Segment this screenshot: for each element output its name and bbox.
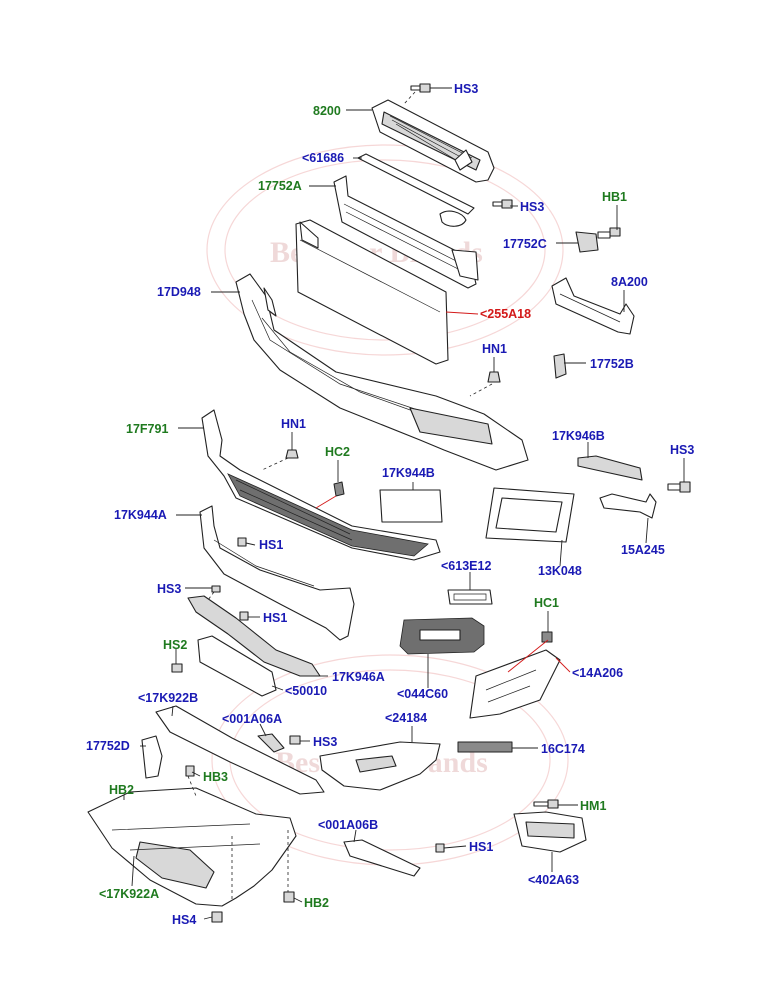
part-hs3-mid-screw: [439, 199, 513, 227]
part-hb2-bolt-b: [283, 891, 295, 903]
part-hs3-top-screw: [403, 83, 431, 105]
label-hs3-low: HS3: [313, 735, 337, 749]
label-hs1-c: HS1: [469, 840, 493, 854]
label-8A200: 8A200: [611, 275, 648, 289]
part-044C60-fog-grille: [399, 617, 485, 655]
label-13K048: 13K048: [538, 564, 582, 578]
label-hs1-a: HS1: [259, 538, 283, 552]
part-17F791-grille-frame: [201, 409, 441, 561]
part-hs1-screw-c: [435, 843, 445, 853]
part-hc1-clip: [541, 631, 553, 643]
label-001A06B: <001A06B: [318, 818, 378, 832]
label-hs3-right: HS3: [670, 443, 694, 457]
part-8A200-bracket: [551, 277, 635, 335]
label-17K944A: 17K944A: [114, 508, 167, 522]
label-402A63: <402A63: [528, 873, 579, 887]
part-17K944A-cover: [199, 505, 355, 641]
label-hb3: HB3: [203, 770, 228, 784]
part-17K946B-trim: [577, 455, 643, 481]
label-hc1: HC1: [534, 596, 559, 610]
leader-lines: [123, 87, 685, 920]
label-17F791: 17F791: [126, 422, 168, 436]
part-hs4-screw: [211, 911, 223, 923]
label-8200: 8200: [313, 104, 341, 118]
part-17752A-bracket: [333, 175, 479, 289]
label-16C174: 16C174: [541, 742, 585, 756]
label-17K922B: <17K922B: [138, 691, 198, 705]
label-24184: <24184: [385, 711, 427, 725]
label-hs3-mid: HS3: [520, 200, 544, 214]
label-17K944B: 17K944B: [382, 466, 435, 480]
label-50010: <50010: [285, 684, 327, 698]
part-255A18-panel: [295, 219, 449, 365]
part-15A245-bracket: [599, 493, 657, 519]
label-17K946B: 17K946B: [552, 429, 605, 443]
part-hm1-screw: [533, 799, 559, 809]
part-8200-grille: [371, 99, 495, 183]
label-hs1-b: HS1: [263, 611, 287, 625]
label-17D948: 17D948: [157, 285, 201, 299]
part-613E12-bezel: [447, 589, 493, 605]
label-17752B: 17752B: [590, 357, 634, 371]
label-17K946A: 17K946A: [332, 670, 385, 684]
part-001A06A-insert: [257, 733, 285, 753]
part-hs3-left-screw: [207, 585, 221, 601]
part-hs3-low-screw: [289, 735, 301, 745]
part-17K922B-panel: [155, 705, 325, 795]
label-hn1-b: HN1: [281, 417, 306, 431]
part-hs1-screw-b: [239, 611, 249, 621]
label-hs2: HS2: [163, 638, 187, 652]
part-17752D-bracket: [141, 735, 163, 779]
part-17K922A-undertray: [87, 787, 297, 907]
part-hn1-nut-a: [469, 371, 501, 397]
part-hs3-right-screw: [667, 481, 691, 493]
part-24184-valance: [319, 741, 441, 791]
label-255A18: <255A18: [480, 307, 531, 321]
part-hs2-screw: [171, 663, 183, 673]
part-402A63-bracket: [513, 811, 587, 853]
label-17K922A: <17K922A: [99, 887, 159, 901]
label-17752A: 17752A: [258, 179, 302, 193]
label-hm1: HM1: [580, 799, 606, 813]
part-16C174-rail: [457, 741, 513, 753]
part-hb3-bolt: [185, 765, 195, 777]
label-hs3-top: HS3: [454, 82, 478, 96]
label-17752D: 17752D: [86, 739, 130, 753]
part-61686-seal: [357, 153, 475, 215]
label-hb2-a: HB2: [109, 783, 134, 797]
part-hn1-nut-b: [261, 449, 299, 471]
label-14A206: <14A206: [572, 666, 623, 680]
label-hn1-a: HN1: [482, 342, 507, 356]
part-50010-license-plate: [197, 635, 277, 697]
part-001A06B-insert: [343, 839, 421, 877]
part-hc2-clip: [333, 481, 345, 497]
part-13K048-frame: [485, 487, 575, 543]
label-hc2: HC2: [325, 445, 350, 459]
label-hs3-left: HS3: [157, 582, 181, 596]
part-14A206-bracket: [469, 649, 561, 719]
label-hb1: HB1: [602, 190, 627, 204]
label-15A245: 15A245: [621, 543, 665, 557]
part-17D948-bumper-support: [235, 273, 529, 471]
label-001A06A: <001A06A: [222, 712, 282, 726]
label-hb2-b: HB2: [304, 896, 329, 910]
part-hs1-screw-a: [237, 537, 247, 547]
label-61686: <61686: [302, 151, 344, 165]
part-17K944B-panel: [379, 489, 443, 523]
label-044C60: <044C60: [397, 687, 448, 701]
label-17752C: 17752C: [503, 237, 547, 251]
label-613E12: <613E12: [441, 559, 491, 573]
part-17752C-bracket: [575, 231, 599, 253]
label-hs4: HS4: [172, 913, 196, 927]
part-labels: HS3 8200 <61686 17752A HS3 HB1 17752C 8A…: [86, 82, 694, 927]
part-17752B-bracket: [553, 353, 567, 379]
